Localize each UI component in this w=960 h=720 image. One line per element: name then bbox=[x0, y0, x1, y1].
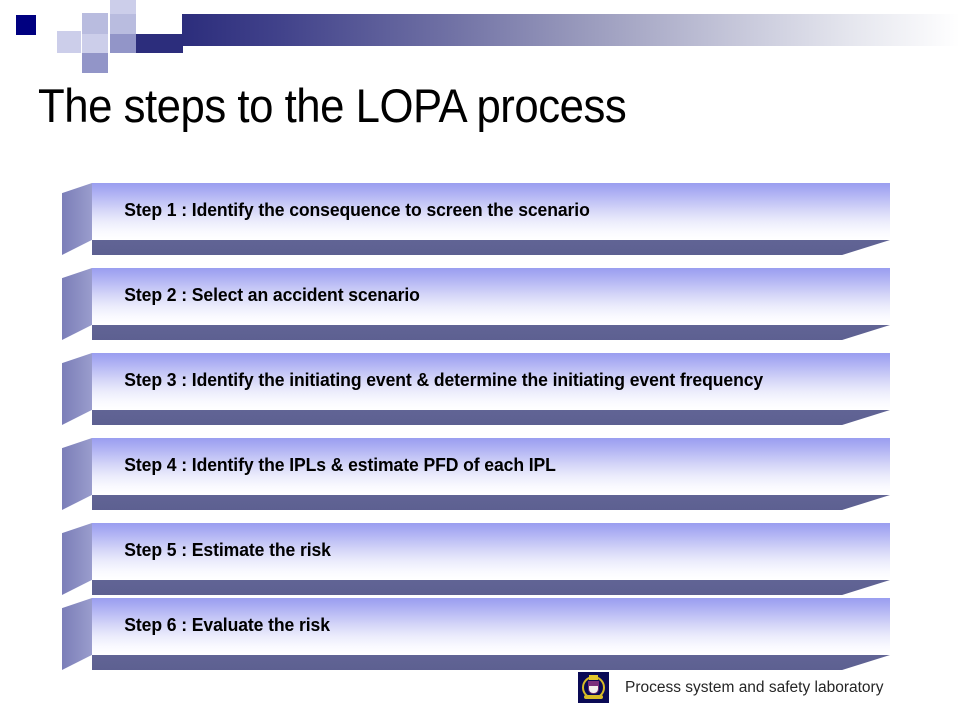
banner-face: Step 1 : Identify the consequence to scr… bbox=[92, 183, 890, 240]
banner-face: Step 2 : Select an accident scenario bbox=[92, 268, 890, 325]
banner-bottom-shadow bbox=[92, 325, 890, 340]
header-left-fade bbox=[0, 14, 16, 46]
banner-bottom-shadow bbox=[92, 240, 890, 255]
header-square-pale-2 bbox=[82, 34, 108, 53]
header-square-light-1 bbox=[82, 13, 108, 34]
banner-left-bevel bbox=[62, 183, 92, 255]
banner-bottom-shadow bbox=[92, 410, 890, 425]
step-banner[interactable]: Step 6 : Evaluate the risk bbox=[62, 598, 890, 670]
step-label: Step 1 : Identify the consequence to scr… bbox=[124, 199, 590, 220]
banner-face: Step 5 : Estimate the risk bbox=[92, 523, 890, 580]
header-square-dark-1 bbox=[136, 34, 183, 53]
step-banner[interactable]: Step 1 : Identify the consequence to scr… bbox=[62, 183, 890, 255]
banner-bottom-shadow bbox=[92, 495, 890, 510]
banner-face: Step 6 : Evaluate the risk bbox=[92, 598, 890, 655]
banner-face: Step 3 : Identify the initiating event &… bbox=[92, 353, 890, 410]
step-label: Step 2 : Select an accident scenario bbox=[124, 284, 420, 305]
banner-left-bevel bbox=[62, 268, 92, 340]
banner-left-bevel bbox=[62, 353, 92, 425]
step-banner[interactable]: Step 2 : Select an accident scenario bbox=[62, 268, 890, 340]
step-label: Step 4 : Identify the IPLs & estimate PF… bbox=[124, 454, 556, 475]
banner-bottom-shadow bbox=[92, 580, 890, 595]
header-square-pale-3 bbox=[110, 0, 136, 14]
header-square-light-2 bbox=[110, 14, 136, 34]
banner-left-bevel bbox=[62, 598, 92, 670]
step-banner[interactable]: Step 5 : Estimate the risk bbox=[62, 523, 890, 595]
step-label: Step 5 : Estimate the risk bbox=[124, 539, 331, 560]
banner-bottom-shadow bbox=[92, 655, 890, 670]
step-banner[interactable]: Step 4 : Identify the IPLs & estimate PF… bbox=[62, 438, 890, 510]
header-square-mid-2 bbox=[82, 53, 108, 73]
step-label: Step 3 : Identify the initiating event &… bbox=[124, 369, 764, 390]
university-crest-icon bbox=[578, 672, 609, 703]
header-decoration-band bbox=[0, 0, 960, 73]
header-square-mid-1 bbox=[110, 34, 136, 53]
page-title: The steps to the LOPA process bbox=[38, 79, 627, 132]
banner-left-bevel bbox=[62, 523, 92, 595]
header-gradient-bar bbox=[182, 14, 960, 46]
header-square-pale-1 bbox=[57, 31, 81, 53]
step-banner[interactable]: Step 3 : Identify the initiating event &… bbox=[62, 353, 890, 425]
banner-face: Step 4 : Identify the IPLs & estimate PF… bbox=[92, 438, 890, 495]
header-square-navy bbox=[14, 15, 36, 35]
step-label: Step 6 : Evaluate the risk bbox=[124, 614, 330, 635]
banner-left-bevel bbox=[62, 438, 92, 510]
footer-label: Process system and safety laboratory bbox=[625, 678, 884, 696]
footer: Process system and safety laboratory bbox=[578, 672, 883, 703]
